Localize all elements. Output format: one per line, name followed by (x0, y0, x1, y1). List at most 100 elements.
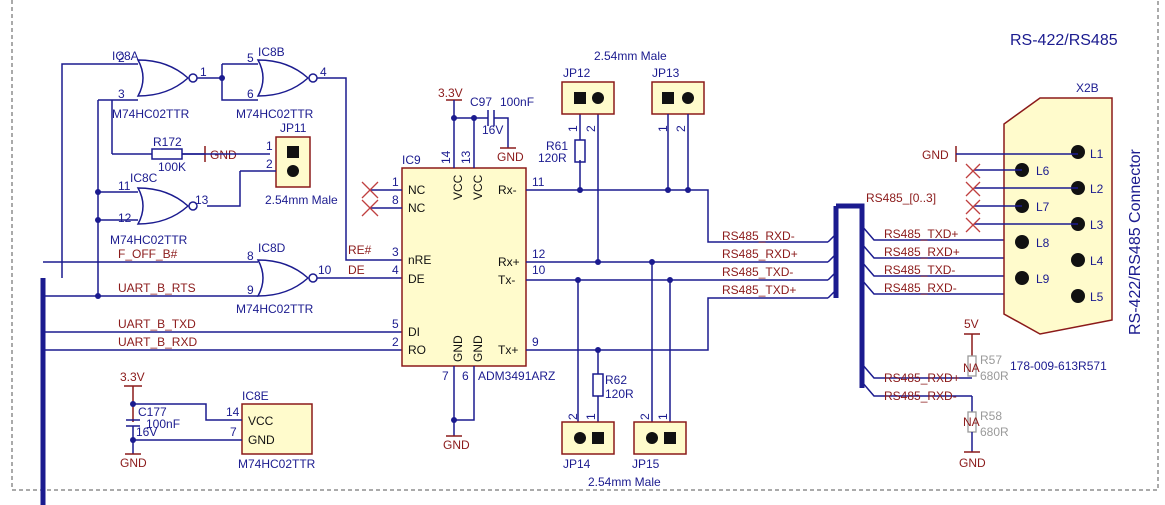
pin-number: 12 (118, 211, 132, 225)
pin-name: DE (408, 272, 425, 286)
ic9-part: ADM3491ARZ (478, 369, 555, 383)
net-label: UART_B_TXD (118, 317, 196, 331)
inverter-bubble (308, 73, 318, 83)
junction (595, 259, 601, 265)
wire (453, 366, 475, 421)
gate-ref: IC8D (258, 241, 286, 255)
pin-number: 1 (656, 413, 670, 420)
nor-gate-body (256, 259, 310, 297)
jumper-body (275, 136, 311, 188)
pin-number: 1 (200, 65, 207, 79)
connector-pin (1071, 145, 1085, 159)
junction (451, 115, 457, 121)
resistor-value: 120R (605, 387, 634, 401)
junction (667, 277, 673, 283)
net-label: RS485_TXD- (722, 265, 793, 279)
capacitor-voltage: 16V (136, 425, 157, 439)
power-label: 3.3V (438, 86, 463, 100)
gnd-label: GND (443, 438, 470, 452)
pin-number: 3 (392, 245, 399, 259)
gate-ref: IC8C (130, 171, 158, 185)
net-label: UART_B_RXD (118, 335, 197, 349)
inverter-bubble (188, 73, 198, 83)
resistor-value: 680R (980, 425, 1009, 439)
net-label: F_OFF_B# (118, 247, 178, 261)
pin-name: NC (408, 183, 426, 197)
pin-number: 7 (442, 369, 449, 383)
pin-number: 13 (195, 193, 209, 207)
gate-ic8b: IC8B M74HC02TTR 5 6 4 (236, 45, 327, 121)
bus-label: RS485_[0..3] (866, 191, 936, 205)
junction (577, 187, 583, 193)
wire (861, 261, 1010, 277)
junction (471, 115, 477, 121)
jumper-jp15: JP15 2 1 (632, 413, 687, 471)
resistor-ref: R62 (605, 373, 627, 387)
net-label: RS485_TXD+ (722, 283, 796, 297)
wire (861, 363, 972, 379)
jumper-jp11: JP11 2.54mm Male 1 2 (265, 121, 338, 207)
power-label: 5V (964, 317, 979, 331)
connector-pin-label: L8 (1036, 236, 1050, 250)
capacitor-value: 100nF (500, 95, 534, 109)
pin-number: 10 (532, 263, 546, 277)
pin-name: GND (471, 335, 485, 362)
connector-pin-label: L5 (1090, 290, 1104, 304)
jumper-label-top: 2.54mm Male (594, 49, 667, 63)
wire (345, 252, 402, 261)
ic8e-part: M74HC02TTR (238, 457, 316, 471)
jumper-jp14: JP14 2 1 (561, 413, 615, 471)
pin-number: 2 (266, 157, 273, 171)
wire (207, 170, 276, 207)
connector-x2b: X2B 178-009-613R571 L1 L6 L2 L7 L3 L8 L4… (1003, 81, 1113, 373)
no-connect-mark (361, 181, 379, 217)
junction (665, 187, 671, 193)
resistor-body (574, 139, 586, 163)
sheet-frame (11, 0, 1159, 491)
connector-pin-label: L2 (1090, 182, 1104, 196)
capacitor-ref: C97 (470, 95, 492, 109)
pin-number: 8 (392, 193, 399, 207)
resistor-ref: R172 (153, 135, 182, 149)
pin-number: 2 (118, 51, 125, 65)
net-label: RS485_RXD- (722, 229, 795, 243)
jumper-body (561, 81, 615, 115)
power-bar (964, 333, 980, 356)
gate-part: M74HC02TTR (236, 107, 314, 121)
pin-number: 11 (532, 175, 545, 189)
gate-part: M74HC02TTR (110, 233, 188, 247)
connector-pin-label: L1 (1090, 147, 1104, 161)
wire (494, 117, 509, 148)
gate-part: M74HC02TTR (236, 302, 314, 316)
pin-name: Rx- (498, 183, 517, 197)
resistor-ref: R58 (980, 409, 1002, 423)
pin-number: 1 (566, 125, 580, 132)
jumper-label-bottom: 2.54mm Male (588, 475, 661, 489)
junction (130, 437, 136, 443)
jumper-ref: JP15 (632, 457, 660, 471)
resistor-value: 120R (538, 151, 567, 165)
pin-number: 9 (532, 335, 539, 349)
rs485-bus (836, 203, 865, 388)
pin-number: 2 (566, 413, 580, 420)
ic9-transceiver: IC9 ADM3491ARZ NC 1 NC 8 nRE 3 DE 4 DI 5… (392, 150, 555, 383)
jumper-ref: JP14 (563, 457, 591, 471)
ic9-ref: IC9 (402, 153, 421, 167)
pin-number: 9 (247, 283, 254, 297)
connector-body (1003, 97, 1113, 335)
net-label: UART_B_RTS (118, 281, 196, 295)
wire (861, 381, 972, 397)
pin-number: 6 (247, 87, 254, 101)
connector-pin (1071, 289, 1085, 303)
ic8e-power: IC8E M74HC02TTR VCC GND 14 7 (226, 389, 316, 471)
jumper-ref: JP11 (280, 121, 307, 135)
net-label: RS485_TXD- (884, 263, 955, 277)
connector-ref: X2B (1076, 81, 1099, 95)
jumper-jp13: JP13 1 2 (651, 66, 705, 132)
pin-name: Tx- (498, 273, 515, 287)
pin-number: 1 (656, 125, 670, 132)
capacitor-value: 100nF (146, 417, 180, 431)
connector-pin (1015, 271, 1029, 285)
connector-pin-label: L4 (1090, 254, 1104, 268)
pin-number: 1 (584, 413, 598, 420)
